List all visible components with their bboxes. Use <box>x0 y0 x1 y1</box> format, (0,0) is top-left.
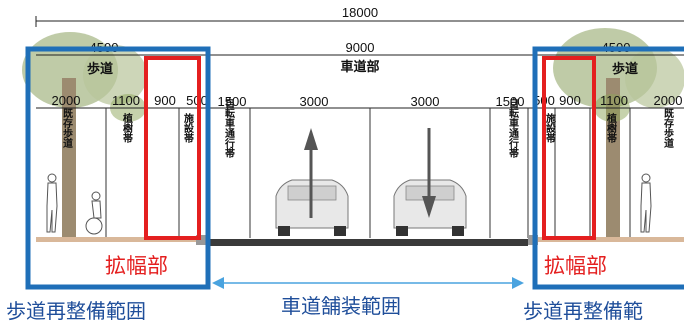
lane-arrow-up <box>304 128 318 218</box>
dim-existing-right: 2000 <box>654 93 683 108</box>
carriageway-pavement <box>206 239 528 246</box>
pedestrian-right <box>640 173 652 233</box>
wheelchair-user-left <box>85 191 103 235</box>
sidewalk-rework-box-left <box>25 46 211 290</box>
dim-facility-left: 900 <box>154 93 176 108</box>
right-sidewalk-label: 歩道 <box>612 61 638 77</box>
roadway-paving-label: 車道舗装範囲 <box>281 294 401 318</box>
dim-existing-left: 2000 <box>52 93 81 108</box>
lane-arrow-down <box>422 128 436 218</box>
widening-label-right: 拡幅部 <box>544 254 607 278</box>
carriageway-width-label: 9000 <box>346 40 375 55</box>
zone-bike-lane-right: 自転車通行帯 <box>507 97 520 159</box>
pedestrian-left <box>46 173 58 233</box>
dim-lane-right: 3000 <box>411 94 440 109</box>
sidewalk-rework-box-right <box>532 46 684 290</box>
widening-box-right <box>542 56 596 240</box>
dim-planting-left: 1100 <box>112 93 140 108</box>
sidewalk-rework-label-left: 歩道再整備範囲 <box>6 299 146 323</box>
zone-facility-left: 施設帯 <box>182 112 194 144</box>
widening-box-left <box>144 56 201 240</box>
dim-lane-left: 3000 <box>300 94 329 109</box>
roadway-paving-range-arrow <box>212 277 524 289</box>
dim-planting-right: 1100 <box>600 93 628 108</box>
zone-planting-left: 植樹帯 <box>121 112 134 144</box>
dim-bike-lane-right: 1500 <box>496 94 525 109</box>
zone-planting-right: 植樹帯 <box>605 112 618 144</box>
dim-facility-right: 900 <box>559 93 581 108</box>
zone-existing-left: 既存歩道 <box>61 108 73 149</box>
sidewalk-rework-label-right: 歩道再整備範 <box>523 299 643 323</box>
zone-existing-right: 既存歩道 <box>662 108 674 149</box>
left-sidewalk-label: 歩道 <box>87 61 113 77</box>
total-width-label: 18000 <box>342 5 378 20</box>
sidewalk-ground-left <box>36 237 206 242</box>
carriageway-label: 車道部 <box>340 59 379 75</box>
sidewalk-ground-right <box>528 237 684 242</box>
zone-bike-lane-left: 自転車通行帯 <box>223 97 236 159</box>
dim-bike-lane-left: 1500 <box>218 94 247 109</box>
zone-facility-right: 施設帯 <box>544 112 556 144</box>
widening-label-left: 拡幅部 <box>105 254 168 278</box>
